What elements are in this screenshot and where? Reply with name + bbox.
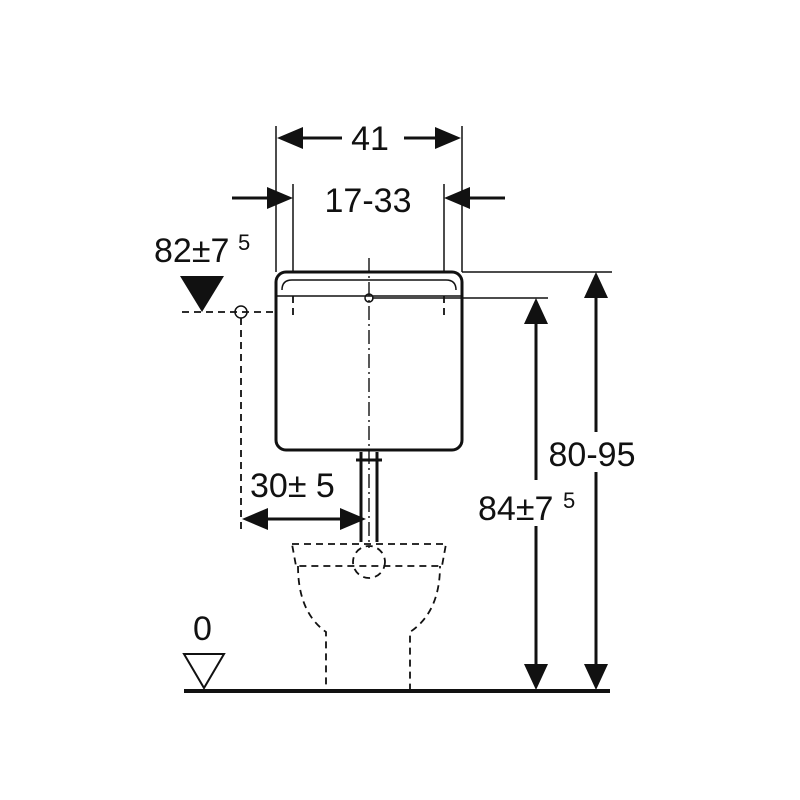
arrowhead-bottom	[524, 664, 548, 690]
dimension-17-33: 17-33	[232, 182, 505, 272]
flush-pipe	[356, 452, 382, 542]
level-marker-filled-triangle-icon	[180, 276, 224, 312]
toilet-bowl	[290, 543, 448, 691]
arrowhead-top	[584, 272, 608, 298]
dimension-80-95: 80-95	[544, 272, 640, 690]
level-82-label: 82±7	[154, 232, 229, 270]
arrowhead-right	[444, 187, 470, 209]
dimension-84-superscript: 5	[563, 488, 575, 513]
cistern-lid-edge	[281, 279, 457, 291]
dimension-label-17-33: 17-33	[325, 182, 412, 220]
dimension-30: 30± 5	[242, 467, 366, 530]
dimension-label-80-95: 80-95	[549, 436, 636, 474]
arrowhead-left	[277, 127, 303, 149]
arrowhead-bottom	[584, 664, 608, 690]
arrowhead-right	[340, 508, 366, 530]
level-82: 82±7 5	[154, 230, 276, 532]
floor: 0	[182, 610, 610, 693]
dimension-84: 84±7 5	[476, 298, 580, 690]
dimension-label-30: 30± 5	[250, 467, 335, 505]
level-82-superscript: 5	[238, 230, 250, 255]
bowl-inlet	[352, 545, 386, 579]
dimension-label-41: 41	[351, 120, 389, 158]
arrowhead-left	[242, 508, 268, 530]
arrowhead-left	[267, 187, 293, 209]
floor-level-marker-outline-triangle-icon	[182, 653, 226, 690]
dimension-41: 41	[275, 120, 463, 272]
dimension-label-84: 84±7	[478, 490, 553, 528]
cistern	[274, 258, 612, 548]
arrowhead-top	[524, 298, 548, 324]
floor-level-label: 0	[193, 610, 212, 648]
bowl-body	[297, 565, 441, 691]
arrowhead-right	[435, 127, 461, 149]
bowl-rim	[290, 543, 448, 567]
